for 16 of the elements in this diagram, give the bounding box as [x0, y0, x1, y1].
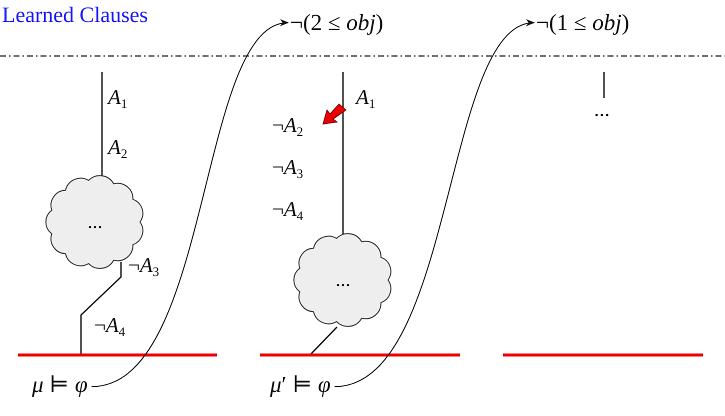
curved-arrow — [334, 22, 535, 388]
literal-label: ¬A$_{4}$ — [94, 314, 126, 340]
literal-label: ¬A$_{3}$ — [128, 254, 160, 280]
literal-label: ... — [594, 98, 610, 122]
literal-label: A$_{1}$ — [356, 86, 376, 112]
formula: ¬(1 ≤ obj) — [536, 10, 630, 36]
literal-label: ¬A$_{2}$ — [272, 114, 304, 140]
formula: μ′ ⊨ φ — [270, 372, 331, 398]
formula: ¬(2 ≤ obj) — [290, 10, 384, 36]
literal-label: ¬A$_{4}$ — [272, 198, 304, 224]
literal-label: A$_{1}$ — [108, 86, 128, 112]
heading: Learned Clauses — [2, 2, 148, 28]
curved-arrow — [91, 22, 289, 388]
literal-label: A$_{2}$ — [108, 136, 128, 162]
literal-label: ¬A$_{3}$ — [272, 156, 304, 182]
formula: μ ⊨ φ — [32, 372, 88, 398]
